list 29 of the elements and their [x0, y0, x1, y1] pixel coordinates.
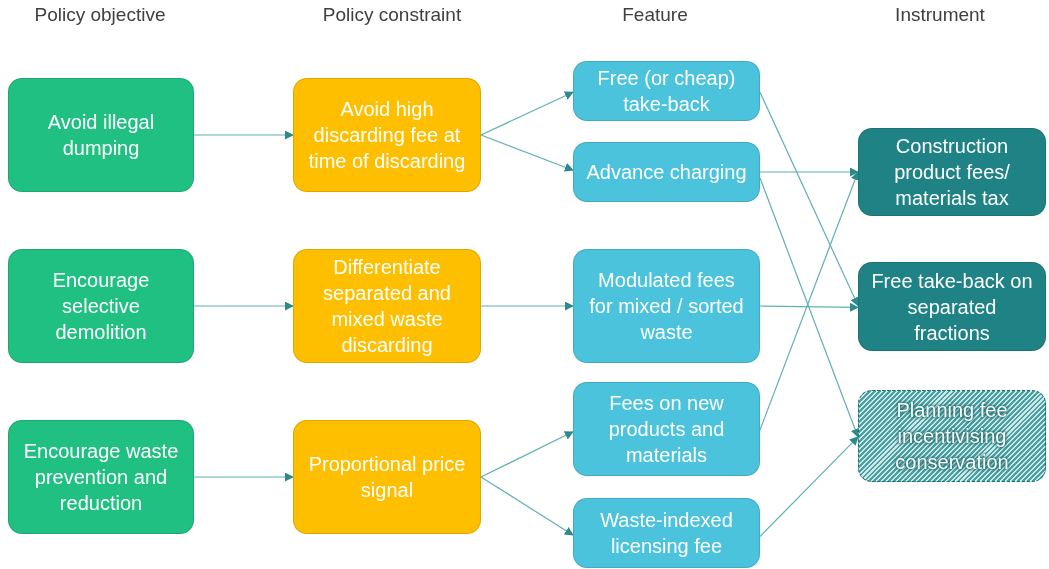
arrow — [480, 476, 574, 536]
feature-box: Fees on new products and materials — [573, 382, 760, 476]
column-heading: Feature — [622, 4, 688, 26]
arrow — [480, 431, 574, 478]
arrow — [759, 302, 859, 312]
feature-box: Free (or cheap) take-back — [573, 61, 760, 121]
constraint-box: Differentiate separated and mixed waste discarding — [293, 249, 481, 363]
objective-box: Encourage selective demolition — [8, 249, 194, 363]
column-heading: Policy constraint — [322, 4, 462, 26]
instrument-box: Construction product fees/ materials tax — [858, 128, 1046, 216]
arrow — [193, 301, 294, 311]
arrow — [759, 91, 859, 307]
objective-box: Encourage waste prevention and reduction — [8, 420, 194, 534]
arrow — [480, 91, 574, 136]
arrow — [193, 472, 294, 482]
feature-box: Waste-indexed licensing fee — [573, 498, 760, 568]
arrow — [759, 167, 859, 177]
constraint-box: Avoid high discarding fee at time of discarding — [293, 78, 481, 192]
objective-box: Avoid illegal dumping — [8, 78, 194, 192]
feature-box: Advance charging — [573, 142, 760, 202]
arrow — [759, 436, 859, 538]
column-heading: Policy objective — [34, 4, 166, 26]
column-heading: Instrument — [895, 4, 985, 26]
arrow — [480, 134, 574, 172]
arrow — [193, 130, 294, 140]
feature-box: Modulated fees for mixed / sorted waste — [573, 249, 760, 363]
arrow — [480, 301, 574, 311]
constraint-box: Proportional price signal — [293, 420, 481, 534]
instrument-box: Free take-back on separated fractions — [858, 262, 1046, 351]
